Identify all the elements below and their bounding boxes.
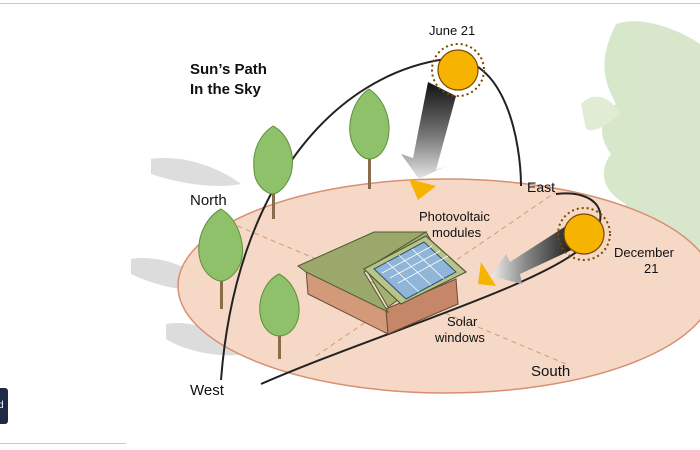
winter-sun-path: [260, 192, 602, 385]
corner-badge[interactable]: d: [0, 388, 8, 424]
label-east: East: [527, 179, 555, 195]
top-rule: [0, 3, 700, 4]
summer-sun-path: [220, 57, 522, 381]
bottom-rule: [0, 443, 126, 444]
windows-line-2: windows: [434, 330, 485, 345]
label-december: December 21: [614, 245, 678, 276]
corner-badge-text: d: [0, 400, 4, 411]
label-pv: Photovoltaic modules: [419, 209, 493, 240]
label-windows: Solar windows: [434, 314, 485, 345]
december-line-1: December: [614, 245, 675, 260]
title-line-2: In the Sky: [190, 81, 262, 98]
title-line-1: Sun’s Path: [190, 61, 267, 78]
pv-line-1: Photovoltaic: [419, 209, 490, 224]
june-light-triangle: [409, 179, 436, 200]
photovoltaic-panels: [373, 241, 457, 300]
tree: [349, 88, 390, 189]
december-sun-icon: [557, 207, 611, 261]
tree: [259, 273, 300, 359]
june-sunbeam: [401, 82, 456, 179]
diagram-title: Sun’s Path In the Sky: [190, 61, 271, 98]
windows-line-1: Solar: [447, 314, 478, 329]
december-light-triangle: [478, 262, 496, 286]
december-line-2: 21: [644, 261, 658, 276]
diagram-svg: Sun’s Path In the Sky June 21 North East…: [131, 21, 700, 399]
december-sunbeam: [491, 226, 578, 284]
label-south: South: [531, 363, 570, 380]
label-west: West: [190, 382, 225, 399]
house: [297, 231, 468, 335]
pv-line-2: modules: [432, 225, 482, 240]
left-panel: [0, 4, 126, 443]
sun-path-diagram: Sun’s Path In the Sky June 21 North East…: [126, 4, 700, 443]
tree: [253, 125, 293, 219]
tree: [198, 208, 243, 309]
label-june: June 21: [429, 23, 475, 38]
label-north: North: [190, 192, 227, 209]
june-sun-icon: [431, 43, 485, 97]
